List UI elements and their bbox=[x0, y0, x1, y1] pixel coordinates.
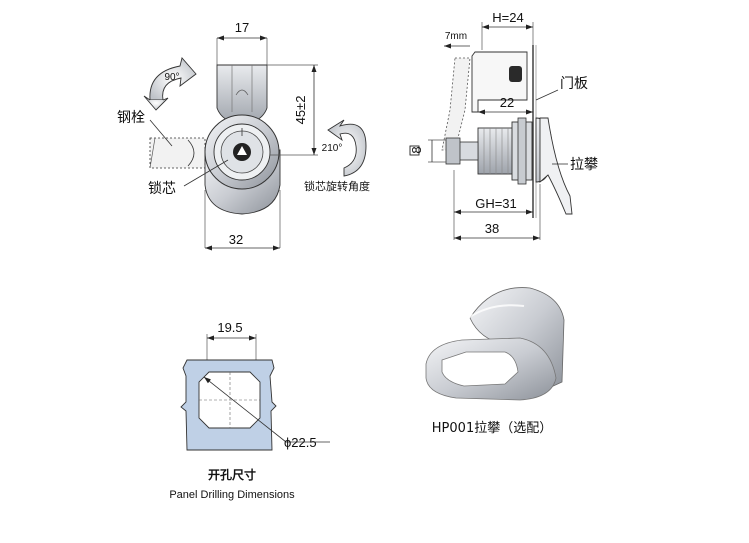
dim-22-label: 22 bbox=[500, 95, 514, 110]
dim-throw-label: 7mm bbox=[445, 31, 467, 42]
dim-gh-label: GH=31 bbox=[475, 196, 517, 211]
side-view: H=24 7mm 22 8 bbox=[409, 10, 598, 241]
panel-cutout: 19.5 ϕ22.5 开孔尺寸 Panel Drilling Dimension… bbox=[169, 320, 330, 501]
dim-diameter-line bbox=[203, 376, 287, 443]
dim-width-label: 19.5 bbox=[217, 320, 242, 335]
door-panel-label: 门板 bbox=[560, 76, 588, 92]
steel-bolt bbox=[149, 137, 206, 169]
bolt-label: 钢栓 bbox=[117, 110, 145, 126]
cutout-title-cn: 开孔尺寸 bbox=[208, 467, 256, 482]
dim-38-label: 38 bbox=[485, 221, 499, 236]
rotate-210-arrow-icon bbox=[327, 119, 367, 177]
front-view: 17 32 45±2 bbox=[117, 20, 370, 251]
dim-height-label: 45±2 bbox=[293, 96, 308, 125]
rotation-left-label: 90° bbox=[164, 72, 179, 83]
handle-label: 拉攀 bbox=[570, 157, 598, 173]
rotation-right-label: 210° bbox=[322, 143, 343, 154]
core-label: 锁芯 bbox=[148, 181, 176, 197]
dim-square-label: 8 bbox=[409, 146, 424, 153]
square-shaft-icon bbox=[409, 145, 420, 156]
dim-h-label: H=24 bbox=[492, 10, 523, 25]
core-rotation-label: 锁芯旋转角度 bbox=[304, 179, 370, 193]
dim-bottom-label: 32 bbox=[229, 232, 243, 247]
rotate-90-arrow-icon bbox=[143, 57, 197, 111]
dim-top-label: 17 bbox=[235, 20, 249, 35]
handle-plate bbox=[539, 117, 573, 215]
cutout-title-en: Panel Drilling Dimensions bbox=[169, 489, 295, 501]
accessory-handle: HP001拉攀（选配） bbox=[425, 287, 565, 436]
accessory-caption: HP001拉攀（选配） bbox=[432, 421, 552, 436]
dim-diameter-label: ϕ22.5 bbox=[284, 435, 317, 450]
threaded-body bbox=[477, 127, 519, 175]
